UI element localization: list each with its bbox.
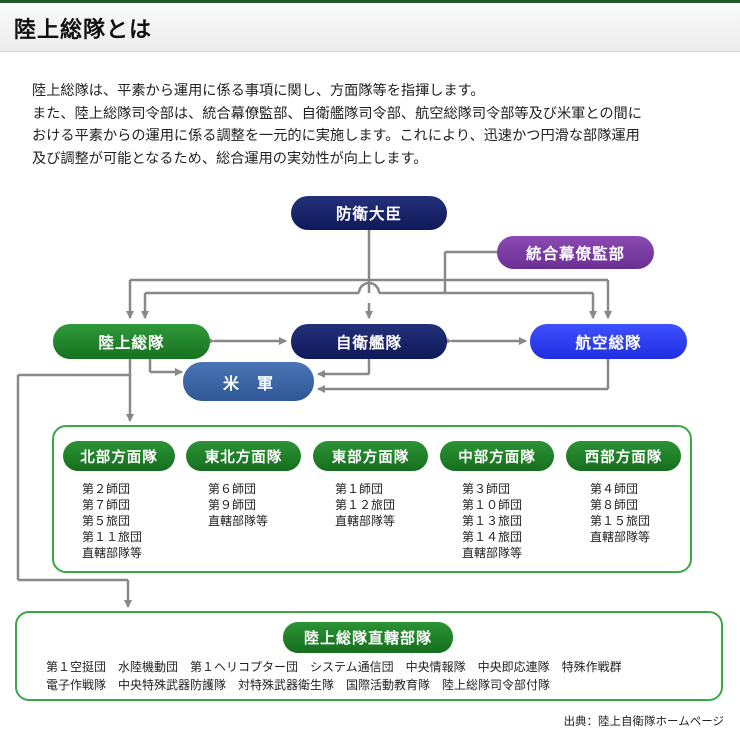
node-us-forces: 米 軍 [183,362,314,401]
unit-item: 第５旅団 [82,514,131,528]
unit-item: 第１０師団 [462,498,523,512]
node-self-defense-fleet: 自衛艦隊 [291,324,447,359]
node-minister: 防衛大臣 [291,196,447,230]
unit-item: 第１１旅団 [82,530,143,544]
army-title-western: 西部方面隊 [566,441,681,471]
intro-text: 陸上総隊は、平素から運用に係る事項に関し、方面隊等を指揮します。 また、陸上総隊… [32,80,722,170]
unit-item: 第１３旅団 [462,514,523,528]
unit-item: 第８師団 [590,498,639,512]
intro-line: おける平素からの運用に係る調整を一元的に実施します。これにより、迅速かつ円滑な部… [32,128,640,144]
unit-item: 第９師団 [208,498,257,512]
page-title: 陸上総隊とは [14,18,153,43]
unit-item: 第１５旅団 [590,514,651,528]
unit-item: 第２師団 [82,482,131,496]
army-title-middle: 中部方面隊 [440,441,554,471]
unit-item: 第１４旅団 [462,530,523,544]
intro-line: また、陸上総隊司令部は、統合幕僚監部、自衛艦隊司令部、航空総隊司令部等及び米軍と… [32,105,642,122]
source-credit: 出典：陸上自衛隊ホームページ [563,714,724,728]
top-accent-bar [0,0,740,3]
intro-line: 陸上総隊は、平素から運用に係る事項に関し、方面隊等を指揮します。 [32,83,485,99]
unit-item: 第６師団 [208,482,257,496]
unit-item: 第１２旅団 [335,498,396,512]
node-air-defense-command: 航空総隊 [530,324,687,359]
direct-units-row-1: 第１空挺団 水陸機動団 第１ヘリコプター団 システム通信団 中央情報隊 中央即応… [46,660,622,674]
unit-item: 直轄部隊等 [590,530,651,544]
unit-item: 第３師団 [462,482,511,496]
army-title-northeastern: 東北方面隊 [186,441,301,471]
direct-units-title: 陸上総隊直轄部隊 [283,622,453,653]
army-units-western: 第４師団 第８師団 第１５旅団 直轄部隊等 [590,481,650,545]
unit-item: 直轄部隊等 [82,546,143,560]
intro-line: 及び調整が可能となるため、総合運用の実効性が向上します。 [32,150,428,167]
unit-item: 第１師団 [335,482,384,496]
unit-item: 第４師団 [590,482,639,496]
army-title-eastern: 東部方面隊 [313,441,428,471]
army-units-northeastern: 第６師団 第９師団 直轄部隊等 [208,481,268,529]
unit-item: 直轄部隊等 [335,514,396,528]
page-header: 陸上総隊とは [0,3,740,52]
node-joint-staff: 統合幕僚監部 [497,236,654,269]
node-gsdf-command: 陸上総隊 [53,324,210,359]
army-title-northern: 北部方面隊 [63,441,175,471]
unit-item: 直轄部隊等 [208,514,269,528]
army-units-northern: 第２師団 第７師団 第５旅団 第１１旅団 直轄部隊等 [82,481,142,561]
army-units-middle: 第３師団 第１０師団 第１３旅団 第１４旅団 直轄部隊等 [462,481,522,561]
direct-units-row-2: 電子作戦隊 中央特殊武器防護隊 対特殊武器衛生隊 国際活動教育隊 陸上総隊司令部… [46,678,551,692]
unit-item: 直轄部隊等 [462,546,523,560]
unit-item: 第７師団 [82,498,131,512]
army-units-eastern: 第１師団 第１２旅団 直轄部隊等 [335,481,395,529]
